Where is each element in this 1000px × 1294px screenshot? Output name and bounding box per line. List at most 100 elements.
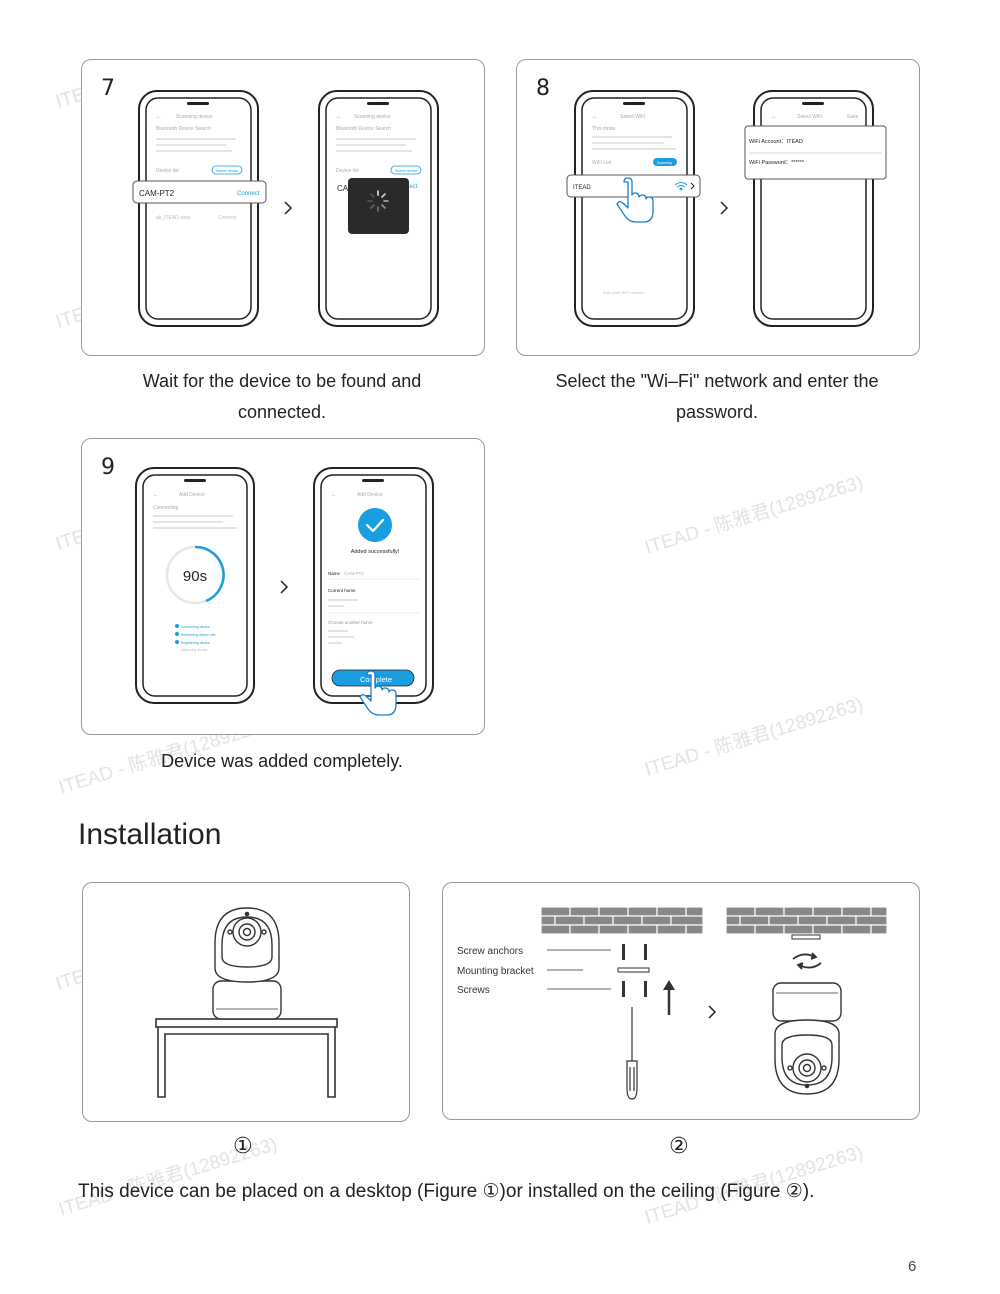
mounting-bracket-icon	[617, 967, 650, 973]
spinner-icon	[367, 190, 389, 212]
step-8-caption: Select the "Wi–Fi" network and enter the…	[516, 366, 918, 428]
step-8-panel: 8 ← Select WiFi This mode WiFi List Scan…	[516, 59, 920, 356]
installation-heading: Installation	[78, 818, 222, 851]
back-arrow-icon[interactable]: ←	[153, 492, 159, 498]
add-other-network[interactable]: Add other WiFi network	[603, 290, 645, 295]
figure-2-panel: Screw anchors Mounting bracket Screws	[442, 882, 920, 1120]
wifi-icon	[674, 182, 688, 191]
wifi-list-label: WiFi List	[592, 160, 612, 166]
loading-overlay	[348, 178, 409, 234]
svg-text:←: ←	[336, 114, 342, 120]
scanning-label: Scanning	[657, 161, 672, 165]
page-number: 6	[908, 1258, 917, 1275]
phone-right: ← Select WiFi Save	[753, 90, 874, 327]
step-9-caption: Device was added completely.	[81, 746, 483, 777]
search-device-button[interactable]	[211, 165, 243, 175]
device-list-label: Device list	[156, 168, 179, 174]
ceiling-install-illustration: Screw anchors Mounting bracket Screws	[457, 906, 888, 1100]
caption-line: Device was added completely.	[161, 751, 403, 771]
ceiling-brick-icon	[540, 906, 704, 935]
search-device-label: Search device	[395, 169, 417, 173]
ceiling-camera-icon	[772, 982, 842, 1095]
phone-right: ← Scanning device Bluetooth Device Searc…	[318, 90, 439, 327]
search-device-label: Search device	[216, 169, 238, 173]
phone-left: ← Select WiFi This mode WiFi List Scanni…	[574, 90, 695, 327]
installation-caption: This device can be placed on a desktop (…	[78, 1181, 815, 1202]
figure-1-label: ①	[233, 1134, 253, 1159]
pointing-hand-icon	[616, 177, 654, 223]
screen-title: Add Device	[357, 492, 383, 498]
screws-icon	[622, 981, 647, 997]
chevron-right-icon	[280, 580, 289, 594]
connect-link[interactable]: Connect	[237, 191, 260, 197]
ceiling-brick-icon	[725, 906, 888, 935]
checkmark-icon	[358, 508, 392, 542]
success-message: Added successfully!	[351, 549, 400, 555]
phone-left: ← Add Device Connecting 90s Connecting d…	[135, 467, 255, 704]
status-item: Refreshing device info	[181, 633, 216, 637]
save-button[interactable]: Save	[847, 114, 859, 120]
screen-heading: Bluetooth Device Search	[336, 126, 391, 132]
screen-title: Scanning device	[354, 114, 391, 120]
screen-heading: Bluetooth Device Search	[156, 126, 211, 132]
label-screw-anchors: Screw anchors	[457, 946, 523, 957]
caption-line: password.	[675, 402, 759, 422]
screen-heading: Connecting	[153, 505, 179, 511]
chevron-right-icon	[708, 1005, 717, 1019]
figure-2-label: ②	[669, 1134, 689, 1159]
name-value[interactable]: CAM-PT2	[344, 571, 364, 576]
step-number: 8	[536, 76, 550, 101]
countdown-progress-ring	[194, 545, 225, 603]
back-arrow-icon[interactable]: ←	[331, 492, 337, 498]
watermark: ITEAD - 陈雅君(12892263)	[642, 694, 866, 781]
back-arrow-icon[interactable]: ←	[592, 114, 598, 120]
camera-icon	[212, 907, 282, 1020]
screen-title: Scanning device	[176, 114, 213, 120]
watermark: ITEAD - 陈雅君(12892263)	[642, 472, 866, 559]
choose-home-label[interactable]: Choose another home	[328, 620, 373, 625]
svg-text:←: ←	[156, 114, 162, 120]
complete-button-label: Complete	[360, 675, 392, 684]
step-8-illustration: ← Select WiFi This mode WiFi List Scanni…	[566, 90, 887, 327]
phone-left: ← Scanning device Bluetooth Device Searc…	[138, 90, 259, 327]
step-7-caption: Wait for the device to be found and conn…	[81, 366, 483, 428]
wifi-credentials-card[interactable]: WiFi Account：ITEAD WiFi Password：******	[744, 125, 887, 180]
desktop-camera-illustration	[155, 907, 338, 1098]
step-9-illustration: ← Add Device Connecting 90s Connecting d…	[135, 467, 434, 716]
other-device-name: ak_ITEAD-xxxx	[156, 215, 191, 221]
rotate-arrows-icon	[792, 952, 822, 970]
back-arrow-icon[interactable]: ←	[771, 114, 777, 120]
step-9-panel: 9 ← Add Device Connecting 90s Connecting…	[81, 438, 485, 735]
wifi-password-field[interactable]: WiFi Password：******	[749, 160, 805, 166]
figure-1-panel	[82, 882, 410, 1122]
chevron-right-icon	[720, 201, 729, 215]
step-7-illustration: ← Scanning device Bluetooth Device Searc…	[132, 90, 439, 327]
mounted-bracket-icon	[791, 934, 821, 940]
countdown-value: 90s	[183, 568, 207, 585]
device-list-label: Device list	[336, 168, 359, 174]
step-number: 9	[101, 455, 115, 480]
wifi-account-field[interactable]: WiFi Account：ITEAD	[749, 139, 803, 145]
label-screws: Screws	[457, 985, 490, 996]
phone-right: ← Add Device Added successfully! Name CA…	[313, 467, 434, 704]
screen-title: Select WiFi	[620, 114, 645, 120]
current-home-label: Current home	[328, 588, 356, 593]
table-icon	[155, 1018, 338, 1098]
status-item: Connecting device	[181, 625, 210, 629]
found-device-name: CAM-PT2	[139, 189, 175, 198]
found-device-card[interactable]: CAM-PT2 Connect	[132, 180, 267, 204]
screen-title: Select WiFi	[797, 114, 822, 120]
chevron-right-icon	[284, 201, 293, 215]
up-arrow-icon	[663, 980, 675, 1015]
chevron-right-icon	[690, 182, 695, 190]
screen-heading: This mode	[592, 126, 616, 132]
network-name: ITEAD	[573, 185, 591, 191]
pointing-hand-icon	[359, 670, 397, 716]
scanning-badge	[653, 158, 677, 166]
search-device-button[interactable]	[390, 165, 422, 175]
caption-line: connected.	[237, 402, 327, 422]
step-number: 7	[101, 76, 115, 101]
name-label: Name	[328, 571, 341, 576]
status-item: Registering device	[181, 641, 210, 645]
screen-title: Add Device	[179, 492, 205, 498]
